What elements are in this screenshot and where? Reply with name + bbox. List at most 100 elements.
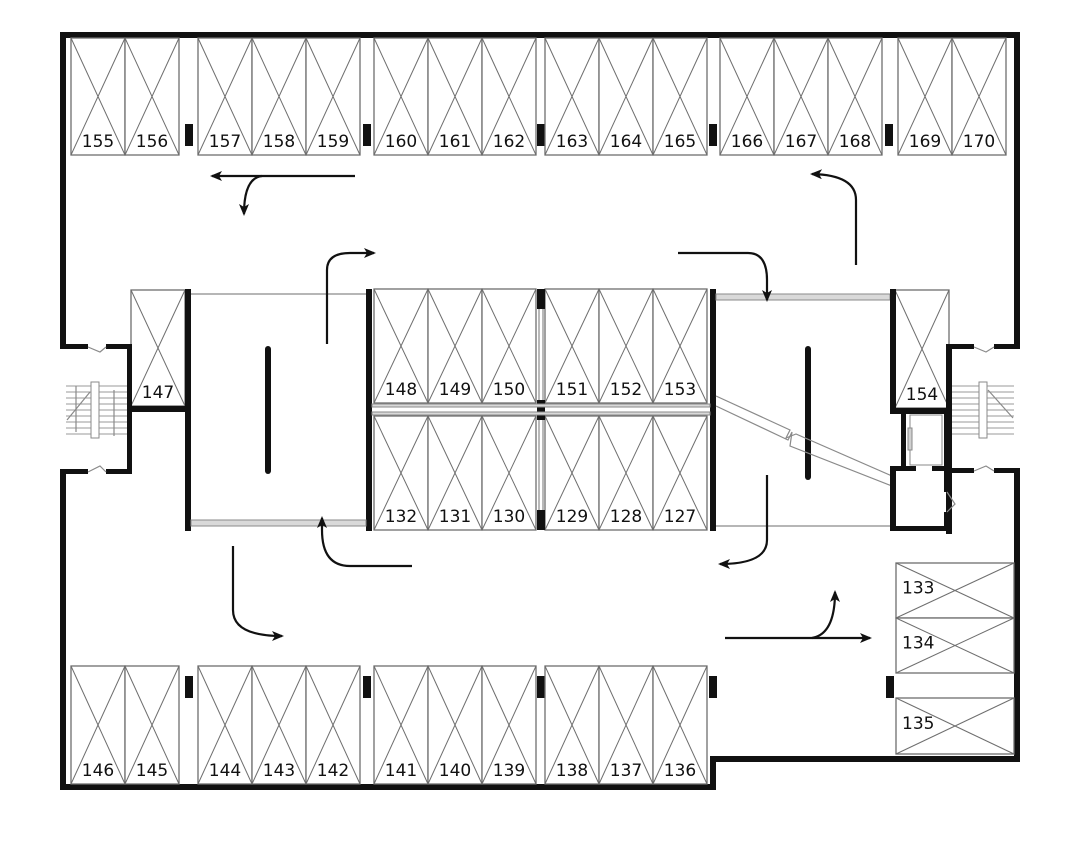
parking-slot[interactable]: 130 bbox=[481, 415, 537, 531]
slot-number: 164 bbox=[610, 132, 642, 152]
parking-slot[interactable]: 170 bbox=[951, 37, 1007, 156]
parking-slot[interactable]: 132 bbox=[373, 415, 429, 531]
parking-slot[interactable]: 148 bbox=[373, 288, 429, 404]
slot-number: 168 bbox=[839, 132, 871, 152]
arrow-left-ramp-entry bbox=[317, 516, 412, 568]
right-ramp bbox=[715, 293, 893, 527]
slot-number: 147 bbox=[142, 383, 174, 403]
slot-number: 166 bbox=[731, 132, 763, 152]
slot-number: 170 bbox=[963, 132, 995, 152]
slot-number: 149 bbox=[439, 380, 471, 400]
parking-slot[interactable]: 146 bbox=[70, 665, 126, 785]
parking-slot[interactable]: 128 bbox=[598, 415, 654, 531]
left-stairwell bbox=[60, 344, 187, 474]
parking-slot[interactable]: 133 bbox=[895, 562, 1015, 619]
parking-slot[interactable]: 138 bbox=[544, 665, 600, 785]
slot-number: 163 bbox=[556, 132, 588, 152]
parking-slot[interactable]: 142 bbox=[305, 665, 361, 785]
parking-slot[interactable]: 145 bbox=[124, 665, 180, 785]
slot-number: 139 bbox=[493, 761, 525, 781]
left-ramp bbox=[185, 289, 367, 531]
parking-slot[interactable]: 137 bbox=[598, 665, 654, 785]
slot-number: 137 bbox=[610, 761, 642, 781]
arrow-bottom-right-turn bbox=[811, 590, 840, 640]
slot-number: 154 bbox=[906, 385, 938, 405]
slot-number: 131 bbox=[439, 507, 471, 527]
parking-slot[interactable]: 155 bbox=[70, 37, 126, 156]
parking-slot[interactable]: 156 bbox=[124, 37, 180, 156]
slot-number: 165 bbox=[664, 132, 696, 152]
arrow-top-right-up bbox=[810, 169, 858, 265]
slot-number: 132 bbox=[385, 507, 417, 527]
slot-number: 145 bbox=[136, 761, 168, 781]
parking-slot[interactable]: 168 bbox=[827, 37, 883, 156]
parking-slot[interactable]: 160 bbox=[373, 37, 429, 156]
parking-slot[interactable]: 129 bbox=[544, 415, 600, 531]
arrow-top-left-turn bbox=[239, 174, 263, 216]
columns bbox=[185, 124, 894, 698]
parking-slot[interactable]: 159 bbox=[305, 37, 361, 156]
slot-number: 129 bbox=[556, 507, 588, 527]
parking-slot[interactable]: 141 bbox=[373, 665, 429, 785]
slot-number: 157 bbox=[209, 132, 241, 152]
slot-number: 151 bbox=[556, 380, 588, 400]
slot-number: 158 bbox=[263, 132, 295, 152]
slot-number: 153 bbox=[664, 380, 696, 400]
parking-slot[interactable]: 140 bbox=[427, 665, 483, 785]
slot-number: 140 bbox=[439, 761, 471, 781]
outer-walls bbox=[60, 32, 1020, 790]
slot-number: 159 bbox=[317, 132, 349, 152]
slot-number: 134 bbox=[902, 634, 934, 654]
parking-slot[interactable]: 166 bbox=[719, 37, 775, 156]
slot-number: 128 bbox=[610, 507, 642, 527]
slot-number: 156 bbox=[136, 132, 168, 152]
parking-slot[interactable]: 144 bbox=[197, 665, 253, 785]
slot-number: 130 bbox=[493, 507, 525, 527]
parking-slot[interactable]: 169 bbox=[897, 37, 953, 156]
slot-number: 150 bbox=[493, 380, 525, 400]
slot-number: 162 bbox=[493, 132, 525, 152]
slot-number: 152 bbox=[610, 380, 642, 400]
slot-number: 143 bbox=[263, 761, 295, 781]
parking-slots: 155 156 157 158 159 160 161 162 163 164 165 166 167 1… bbox=[70, 37, 1015, 785]
parking-slot[interactable]: 150 bbox=[481, 288, 537, 404]
slot-number: 144 bbox=[209, 761, 241, 781]
utility-room bbox=[890, 466, 956, 531]
parking-slot[interactable]: 161 bbox=[427, 37, 483, 156]
slot-number: 160 bbox=[385, 132, 417, 152]
parking-slot[interactable]: 135 bbox=[895, 697, 1015, 755]
slot-number: 169 bbox=[909, 132, 941, 152]
parking-slot[interactable]: 134 bbox=[895, 617, 1015, 674]
parking-slot[interactable]: 163 bbox=[544, 37, 600, 156]
arrow-right-ramp-exit bbox=[718, 475, 769, 569]
parking-slot[interactable]: 165 bbox=[652, 37, 708, 156]
arrow-left-ramp-up bbox=[325, 248, 376, 344]
parking-slot[interactable]: 164 bbox=[598, 37, 654, 156]
slot-number: 167 bbox=[785, 132, 817, 152]
parking-slot[interactable]: 143 bbox=[251, 665, 307, 785]
slot-number: 133 bbox=[902, 579, 934, 599]
parking-slot[interactable]: 157 bbox=[197, 37, 253, 156]
parking-slot[interactable]: 131 bbox=[427, 415, 483, 531]
slot-number: 136 bbox=[664, 761, 696, 781]
parking-slot[interactable]: 149 bbox=[427, 288, 483, 404]
parking-slot[interactable]: 127 bbox=[652, 415, 708, 531]
slot-number: 161 bbox=[439, 132, 471, 152]
parking-slot[interactable]: 152 bbox=[598, 288, 654, 404]
center-island bbox=[366, 289, 716, 531]
slot-number: 138 bbox=[556, 761, 588, 781]
arrow-bottom-left-down bbox=[231, 546, 284, 641]
slot-number: 141 bbox=[385, 761, 417, 781]
slot-number: 155 bbox=[82, 132, 114, 152]
parking-slot[interactable]: 153 bbox=[652, 288, 708, 404]
parking-slot[interactable]: 162 bbox=[481, 37, 537, 156]
parking-slot[interactable]: 139 bbox=[481, 665, 537, 785]
parking-slot[interactable]: 136 bbox=[652, 665, 708, 785]
parking-slot[interactable]: 154 bbox=[894, 289, 950, 409]
parking-slot[interactable]: 158 bbox=[251, 37, 307, 156]
parking-slot[interactable]: 167 bbox=[773, 37, 829, 156]
traffic-arrows bbox=[210, 169, 872, 643]
parking-slot[interactable]: 151 bbox=[544, 288, 600, 404]
slot-number: 127 bbox=[664, 507, 696, 527]
parking-slot[interactable]: 147 bbox=[130, 289, 186, 407]
